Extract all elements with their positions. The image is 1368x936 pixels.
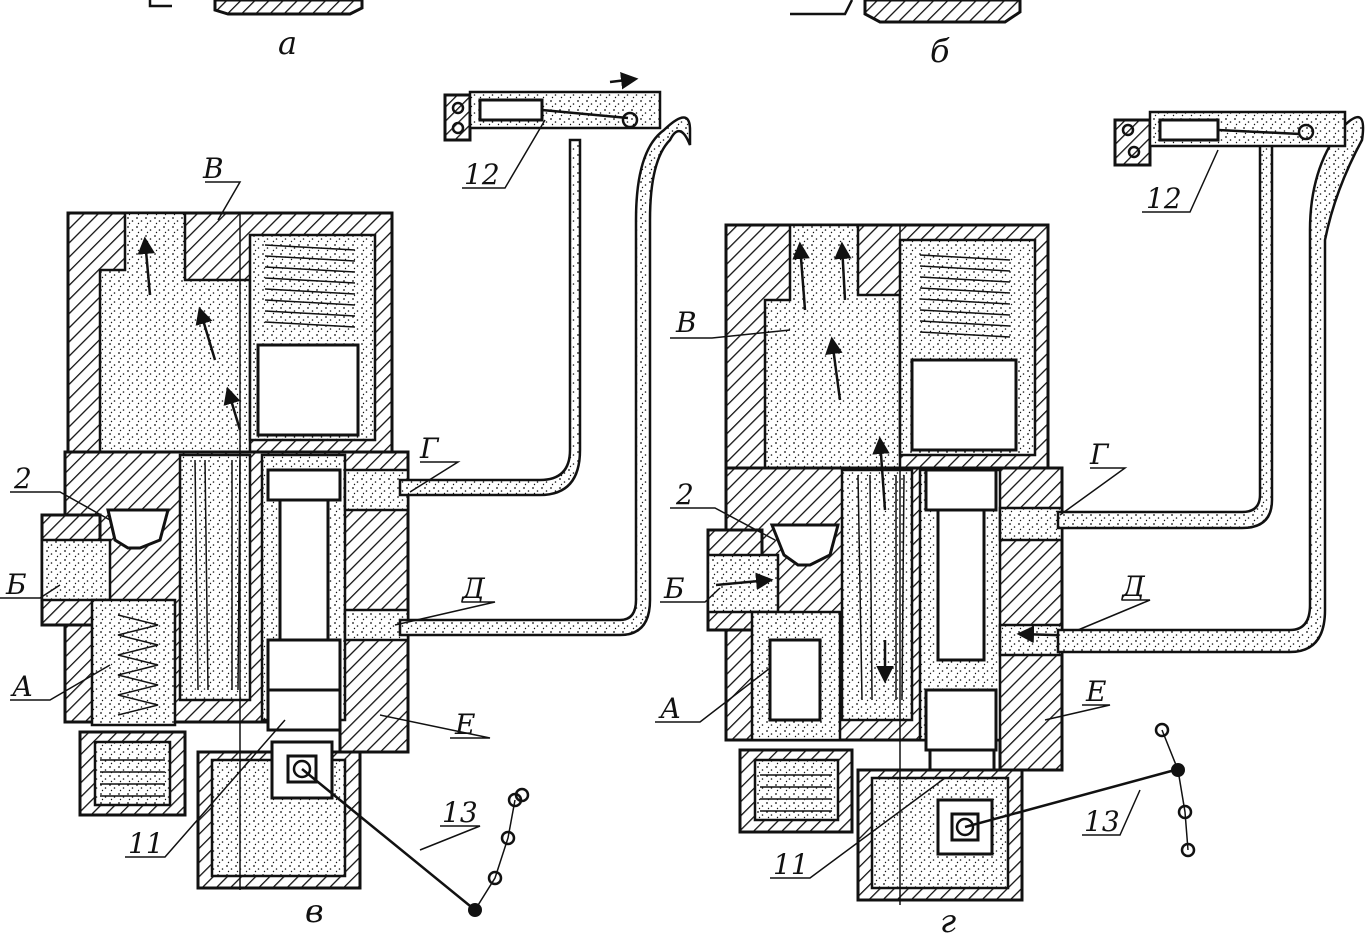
label-cavity-E-right: Е bbox=[1085, 675, 1106, 708]
label-part-11-right: 11 bbox=[773, 848, 809, 881]
label-cavity-E-left: Е bbox=[454, 708, 475, 741]
spring-coil-upper-left bbox=[264, 244, 356, 328]
caption-top-right: б bbox=[930, 32, 950, 70]
actuator-12-right bbox=[1113, 110, 1347, 167]
label-cavity-A-left: А bbox=[10, 670, 33, 703]
top-fragment-a bbox=[148, 0, 364, 16]
spring-coil-A-left bbox=[117, 614, 159, 716]
label-part-13-left: 13 bbox=[442, 796, 478, 829]
label-part-12-right: 12 bbox=[1146, 182, 1182, 215]
left-labels: В Г Д 2 Б А Е 11 12 13 bbox=[0, 119, 546, 860]
label-part-11-left: 11 bbox=[128, 827, 164, 860]
upper-piston-right bbox=[910, 358, 1018, 452]
valve-2-left bbox=[106, 508, 170, 550]
label-cavity-A-right: А bbox=[658, 692, 681, 725]
caption-bottom-left: в bbox=[305, 892, 324, 930]
label-port-D-right: Д bbox=[1120, 570, 1146, 603]
actuator-12-left bbox=[443, 71, 662, 142]
left-valve-assembly bbox=[40, 71, 692, 917]
top-fragment-b bbox=[790, 0, 1022, 24]
label-valve-2-left: 2 bbox=[13, 462, 32, 495]
upper-piston-left bbox=[256, 343, 360, 437]
right-labels: В Г Д 2 Б А Е 11 12 13 bbox=[655, 149, 1219, 881]
lever-13-left bbox=[301, 768, 530, 917]
spool-left bbox=[266, 688, 342, 732]
label-valve-2-right: 2 bbox=[675, 478, 694, 511]
label-port-G-right: Г bbox=[1089, 438, 1110, 471]
label-port-G-left: Г bbox=[419, 432, 440, 465]
lever-13-right bbox=[964, 722, 1196, 858]
label-port-B-left: Б bbox=[5, 568, 27, 601]
label-chamber-V-left: В bbox=[202, 152, 224, 185]
spring-coil-upper-right bbox=[919, 254, 1011, 338]
valve-2-right bbox=[769, 523, 840, 567]
label-port-D-left: Д bbox=[460, 572, 486, 605]
caption-bottom-right: г bbox=[940, 902, 956, 936]
label-part-13-right: 13 bbox=[1084, 805, 1120, 838]
label-port-B-right: Б bbox=[663, 572, 685, 605]
right-valve-assembly bbox=[706, 110, 1365, 905]
caption-top-left: а bbox=[278, 24, 297, 62]
label-chamber-V-right: В bbox=[675, 306, 697, 339]
label-part-12-left: 12 bbox=[464, 158, 500, 191]
